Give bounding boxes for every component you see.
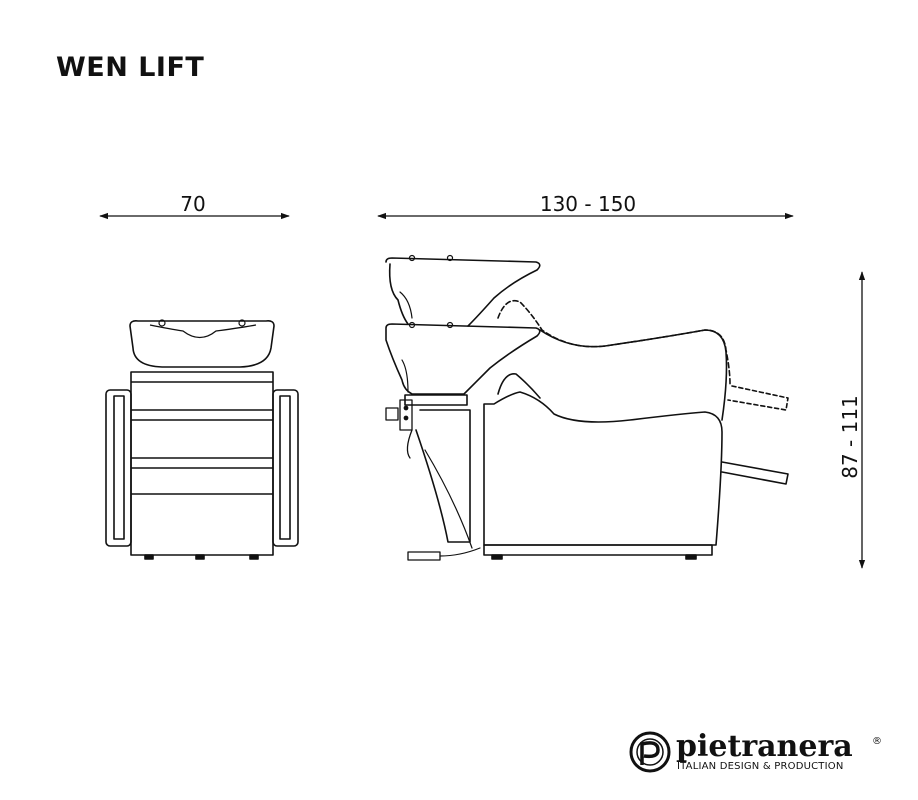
brand-tagline: ITALIAN DESIGN & PRODUCTION xyxy=(677,761,844,772)
brand-name: pietranera xyxy=(676,729,853,764)
width-label: 70 xyxy=(180,192,205,216)
length-label: 130 - 150 xyxy=(540,192,636,216)
front-view xyxy=(105,319,299,560)
width-dimension: 70 xyxy=(99,192,290,220)
height-dimension: 87 - 111 xyxy=(838,271,866,569)
registered-mark: ® xyxy=(872,736,882,747)
side-view xyxy=(385,254,789,561)
page-title: WEN LIFT xyxy=(56,52,205,83)
length-dimension: 130 - 150 xyxy=(377,192,794,220)
height-label: 87 - 111 xyxy=(838,395,862,479)
brand-logo: pietranera ® ITALIAN DESIGN & PRODUCTION xyxy=(629,729,882,773)
